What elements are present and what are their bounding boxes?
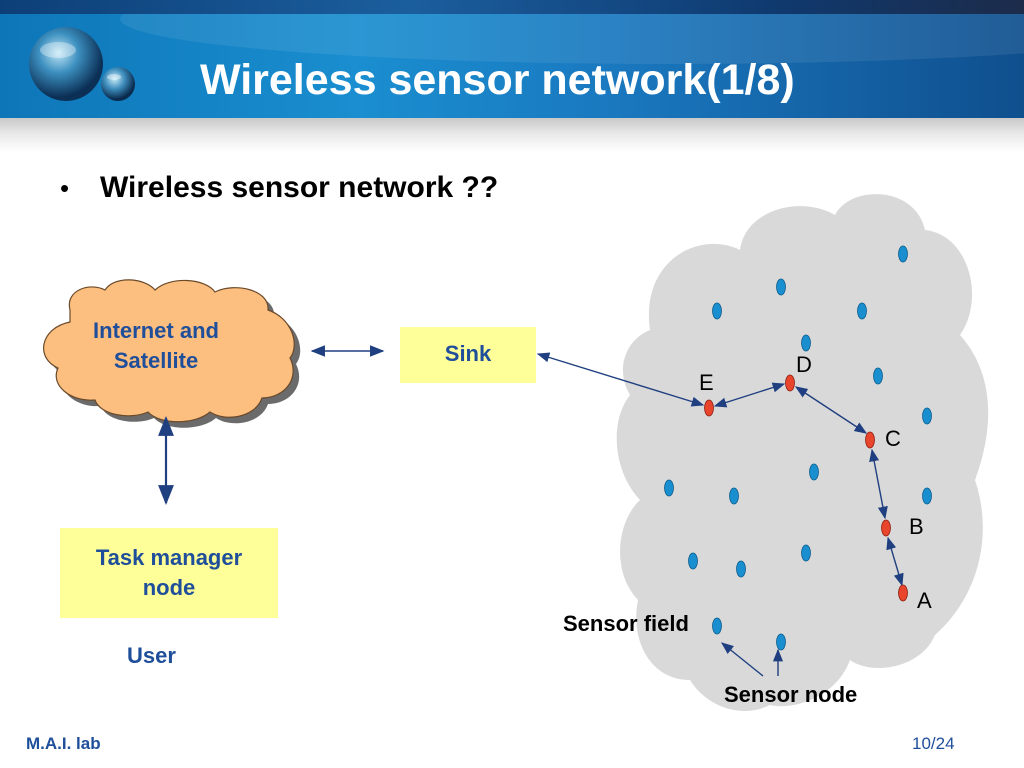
sensor-node	[801, 334, 811, 352]
user-label: User	[127, 643, 176, 668]
sensor-node-label: Sensor node	[724, 682, 858, 707]
sensor-node	[857, 302, 867, 320]
internet-cloud-label-line1: Internet and	[93, 318, 219, 343]
path-node-c	[865, 431, 875, 449]
task-manager-label-line2: node	[142, 575, 196, 600]
sensor-node	[776, 278, 786, 296]
sensor-node	[664, 479, 674, 497]
sensor-node	[712, 302, 722, 320]
sensor-field-pointer-arrow	[721, 642, 764, 677]
slide-title: Wireless sensor network(1/8)	[200, 56, 795, 104]
node-label-d: D	[796, 352, 812, 377]
internet-cloud-label-line2: Satellite	[113, 348, 199, 373]
sensor-node	[873, 367, 883, 385]
sensor-node	[809, 463, 819, 481]
sensor-field-label: Sensor field	[563, 611, 689, 636]
sensor-node	[922, 487, 932, 505]
sink-e-arrow	[536, 352, 705, 407]
sink-label: Sink	[444, 341, 492, 366]
bullet-marker: •	[60, 172, 70, 203]
task-manager-box: Task manager node	[60, 528, 278, 618]
internet-cloud-label: Internet and Satellite	[56, 316, 256, 376]
sensor-node	[688, 552, 698, 570]
sensor-node	[898, 245, 908, 263]
bullet-text: Wireless sensor network ??	[100, 171, 499, 204]
title-banner	[0, 14, 1024, 118]
c-b-arrow	[869, 448, 888, 520]
sensor-node	[922, 407, 932, 425]
internet-cloud	[43, 279, 295, 423]
bullet-item: • Wireless sensor network ??	[60, 168, 498, 208]
sensor-node	[729, 487, 739, 505]
node-label-a: A	[917, 588, 932, 613]
e-d-arrow	[713, 382, 786, 408]
path-node-b	[881, 519, 891, 537]
footer-page-number: 10/24	[912, 734, 955, 753]
node-label-c: C	[885, 426, 901, 451]
sink-box: Sink	[400, 327, 536, 383]
top-stripe	[0, 0, 1024, 14]
node-label-b: B	[909, 514, 924, 539]
path-node-a	[898, 584, 908, 602]
d-c-arrow	[794, 386, 868, 434]
sensor-node	[801, 544, 811, 562]
node-label-e: E	[699, 370, 714, 395]
banner-shadow	[0, 118, 1024, 152]
globe-logo-icon	[29, 27, 135, 101]
sensor-node	[736, 560, 746, 578]
task-manager-label-line1: Task manager	[95, 545, 243, 570]
path-node-e	[704, 399, 714, 417]
b-a-arrow	[886, 536, 904, 587]
path-node-d	[785, 374, 795, 392]
sensor-node	[712, 617, 722, 635]
sensor-node	[776, 633, 786, 651]
footer-lab-name: M.A.I. lab	[26, 734, 101, 753]
